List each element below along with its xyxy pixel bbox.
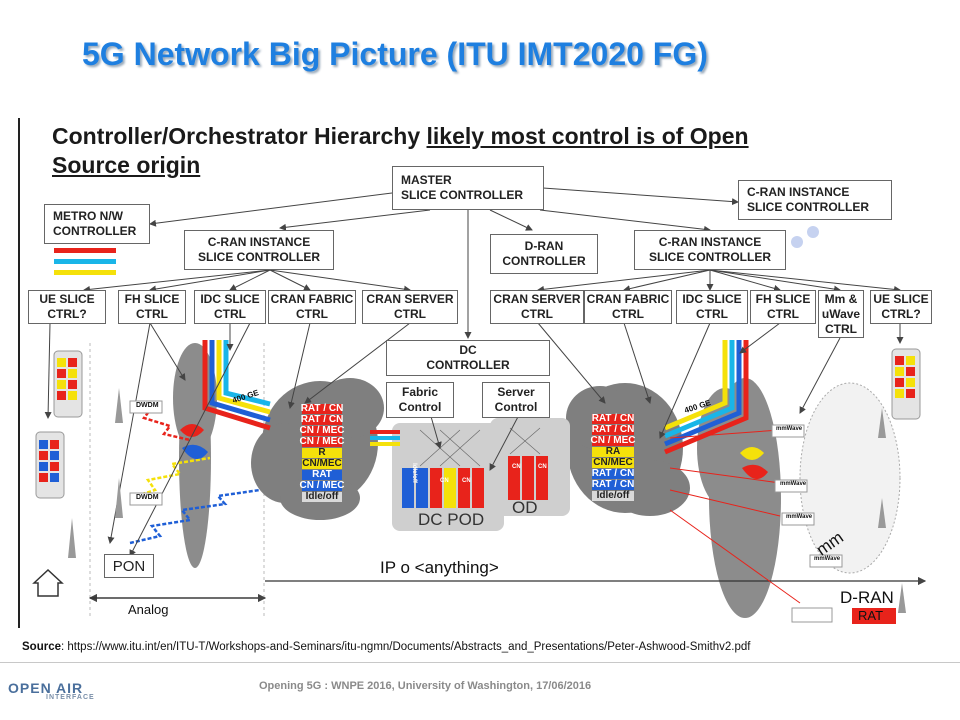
control-lines [44,187,904,557]
diagram-heading: Controller/Orchestrator Hierarchy likely… [52,122,749,180]
cran-server-ctrl-left: CRAN SERVER CTRL [362,290,458,324]
fibre-bundle-right [664,340,749,455]
house-icon [32,568,64,597]
metro-nw-controller: METRO N/W CONTROLLER [44,204,150,244]
dc-controller: DC CONTROLLER [386,340,550,376]
mmwave-label-3: mmWave [786,514,813,520]
mmwave-label-2: mmWave [780,481,807,487]
idle-pod-label: Idle/off [410,463,417,483]
diagram-panel: Controller/Orchestrator Hierarchy likely… [18,118,932,628]
cn-label-4: CN [538,464,547,470]
fh-slice-ctrl-right: FH SLICE CTRL [750,290,816,324]
cran-instance-top-right: C-RAN INSTANCE SLICE CONTROLLER [738,180,892,220]
cn-label-2: CN [462,478,471,484]
dwdm-label-2: DWDM [136,494,159,501]
fibre-bundle-left [202,340,271,431]
pon-box: PON [104,554,154,578]
phone-left-2 [35,431,65,499]
dwdm-label-1: DWDM [136,402,159,409]
pod-mesh [419,427,541,467]
ip-anything-label: IP o <anything> [380,558,499,577]
cran-fabric-ctrl-right: CRAN FABRIC CTRL [584,290,672,324]
master-slice-controller: MASTER SLICE CONTROLLER [392,166,544,210]
mmwave-label-4: mmWave [814,556,841,562]
heading-line2: Source origin [52,152,201,178]
server-control: Server Control [482,382,550,418]
source-url[interactable]: : https://www.itu.int/en/ITU-T/Workshops… [61,641,751,653]
heading-underlined: likely most control is of Open [426,123,749,149]
server-columns-pod [402,456,548,508]
mm-uwave-ctrl: Mm & uWave CTRL [818,290,864,338]
cloud-mmwave [799,382,901,574]
dran-controller: D-RAN CONTROLLER [490,234,598,274]
phone-left-1 [53,350,83,418]
mmwave-label-1: mmWave [776,426,803,432]
cran-instance-left: C-RAN INSTANCE SLICE CONTROLLER [184,230,334,270]
phone-right [891,348,921,420]
server-stack-left: RAT / CN RAT / CN CN / MEC CN / MEC R CN… [299,403,345,502]
heading-plain: Controller/Orchestrator Hierarchy [52,123,427,149]
slide-title: 5G Network Big Picture (ITU IMT2020 FG) [82,36,708,72]
idc-slice-ctrl-right: IDC SLICE CTRL [676,290,748,324]
cran-fabric-ctrl-left: CRAN FABRIC CTRL [268,290,356,324]
dc-pod-partial-label: OD [512,498,538,517]
fabric-control: Fabric Control [386,382,454,418]
cran-instance-right: C-RAN INSTANCE SLICE CONTROLLER [634,230,786,270]
ue-slice-ctrl-right: UE SLICE CTRL? [870,290,932,324]
cn-label-1: CN [440,478,449,484]
ue-slice-ctrl-left: UE SLICE CTRL? [28,290,106,324]
server-stack-right: RAT / CN RAT / CN CN / MEC RA CN/MEC RAT… [590,413,636,501]
fh-slice-ctrl-left: FH SLICE CTRL [118,290,186,324]
cran-server-ctrl-right: CRAN SERVER CTRL [490,290,584,324]
source-citation: Source: https://www.itu.int/en/ITU-T/Wor… [22,641,751,653]
rat-label: RAT [858,608,884,623]
footer-divider [0,662,960,663]
dran-bottom-label: D-RAN [840,588,894,607]
openair-logo: OPEN AIR INTERFACE [8,680,95,701]
idc-slice-ctrl-left: IDC SLICE CTRL [194,290,266,324]
analog-label: Analog [128,602,169,617]
dc-pod-label: DC POD [418,510,485,529]
footer-text: Opening 5G : WNPE 2016, University of Wa… [259,680,592,692]
cn-label-3: CN [512,464,521,470]
